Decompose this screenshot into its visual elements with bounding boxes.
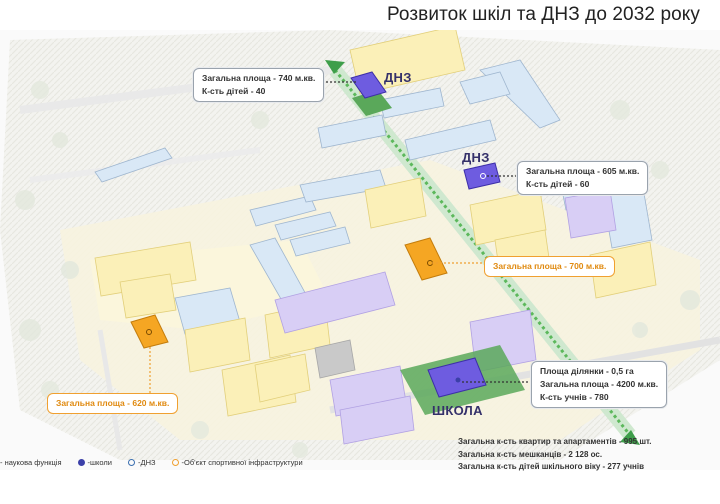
- legend-dnz-ring-icon: [128, 459, 135, 466]
- legend-science-text: - наукова функція: [0, 458, 62, 467]
- legend-sport-text: -Об'єкт спортивної інфраструктури: [181, 458, 303, 467]
- callout-line: Загальна площа - 605 м.кв.: [526, 166, 640, 176]
- legend-item-schools: -школи: [77, 458, 112, 467]
- existing-grey-building: [314, 339, 356, 379]
- callout-line: Загальна площа - 700 м.кв.: [493, 261, 607, 271]
- dnz-east-building: [463, 162, 501, 190]
- legend-item-dnz: -ДНЗ: [128, 458, 156, 467]
- stat-school-children: Загальна к-сть дітей шкільного віку - 27…: [458, 462, 645, 471]
- school-callout: Площа ділянки - 0,5 га Загальна площа - …: [531, 361, 668, 408]
- dnz-north-label: ДНЗ: [384, 70, 412, 85]
- callout-line: Загальна площа - 4200 м.кв.: [540, 379, 659, 389]
- callout-line: К-сть дітей - 40: [202, 86, 266, 96]
- page-title: Розвиток шкіл та ДНЗ до 2032 року: [386, 4, 700, 25]
- stat-apartments: Загальна к-сть квартир та апартаментів -…: [458, 437, 652, 446]
- sport-west-callout: Загальна площа - 620 м.кв.: [47, 393, 179, 414]
- dnz-north-building: [350, 71, 392, 116]
- leader-lines: [149, 81, 532, 400]
- callout-line: К-сть учнів - 780: [540, 392, 609, 402]
- legend-item-sport: -Об'єкт спортивної інфраструктури: [171, 458, 303, 467]
- school-plot: [400, 345, 525, 415]
- sport-center-callout: Загальна площа - 700 м.кв.: [484, 256, 616, 277]
- legend-item-science: - наукова функція: [0, 458, 62, 467]
- callout-line: Площа ділянки - 0,5 га: [540, 366, 634, 376]
- legend-dnz-text: -ДНЗ: [138, 458, 156, 467]
- dnz-east-label: ДНЗ: [462, 150, 490, 165]
- callout-line: Загальна площа - 740 м.кв.: [202, 73, 316, 83]
- school-label: ШКОЛА: [432, 403, 483, 418]
- science-buildings: [274, 189, 617, 445]
- dnz-east-callout: Загальна площа - 605 м.кв. К-сть дітей -…: [517, 161, 649, 195]
- dnz-north-callout: Загальна площа - 740 м.кв. К-сть дітей -…: [193, 68, 325, 102]
- legend-school-text: -школи: [87, 458, 112, 467]
- legend-sport-ring-icon: [171, 459, 179, 466]
- callout-line: Загальна площа - 620 м.кв.: [56, 398, 170, 408]
- statistics-block: Загальна к-сть квартир та апартаментів -…: [458, 436, 651, 474]
- stat-residents: Загальна к-сть мешканців - 2 128 ос.: [458, 449, 603, 459]
- callout-line: К-сть дітей - 60: [526, 179, 590, 189]
- sport-buildings: [130, 237, 448, 349]
- legend-school-dot-icon: [77, 459, 85, 466]
- map-legend: - наукова функція -школи -ДНЗ -Об'єкт сп…: [0, 458, 319, 467]
